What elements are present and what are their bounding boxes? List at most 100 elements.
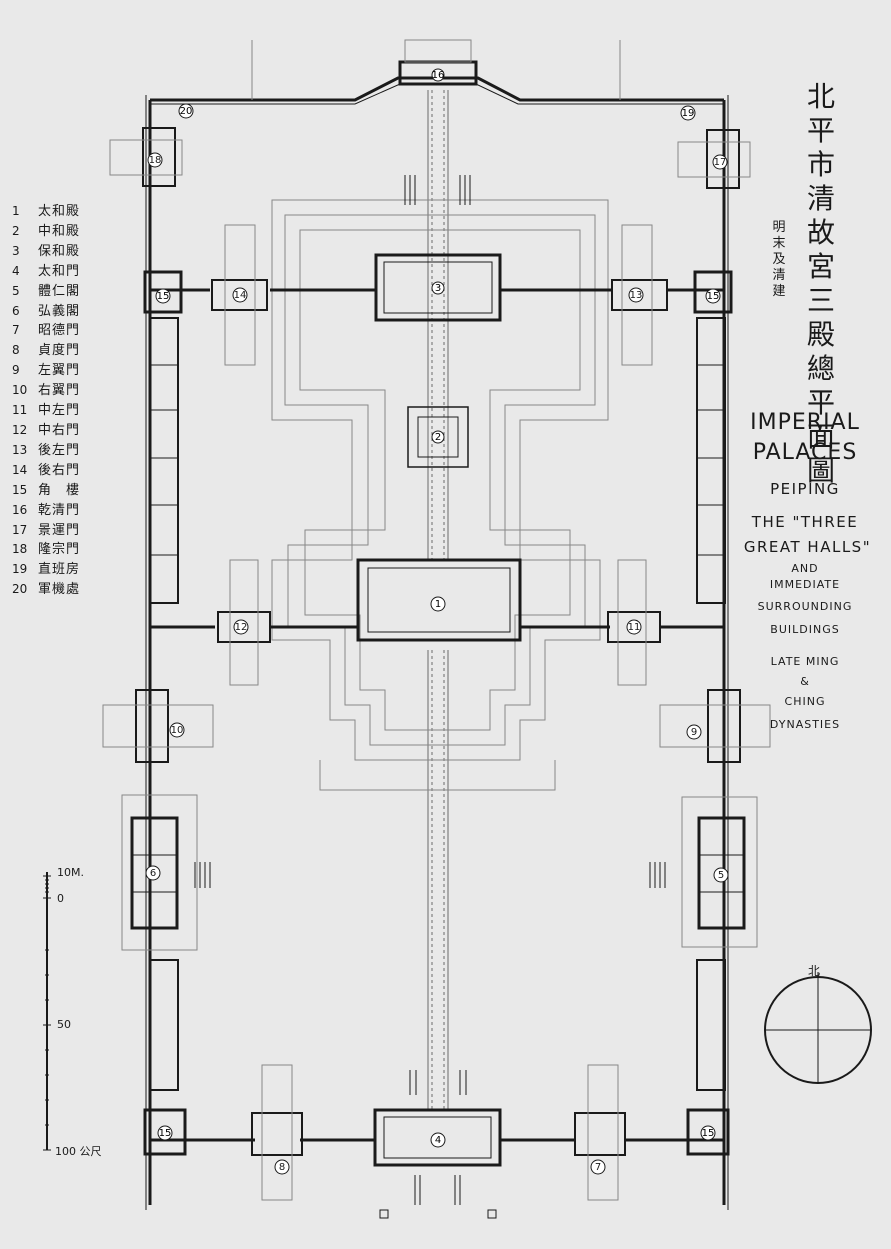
scale-label-0: 0 [57,892,64,905]
legend-item: 8 貞度門 [12,341,122,361]
svg-text:15: 15 [157,291,170,302]
legend-name: 左翼門 [38,363,81,379]
side-galleries [149,317,726,1091]
subtitle-char: 建 [772,284,786,299]
legend-name: 中和殿 [38,223,81,239]
title-char: 平 [806,386,835,419]
legend-number: 8 [12,343,20,358]
svg-text:15: 15 [159,1128,172,1139]
title-en-line10: LATE MING [770,655,840,668]
legend-number: 16 [12,502,28,517]
title-char: 圖 [806,454,835,487]
legend-name: 體仁閣 [38,283,81,299]
tower-15-nw: 15 [143,270,183,314]
legend-name: 隆宗門 [38,542,81,558]
title-en-line1: IMPERIAL [750,410,860,435]
bollards [379,1209,497,1219]
chinese-title: 北平市清故宮三殿總平面圖 [806,80,836,488]
legend-name: 乾清門 [38,502,81,518]
hall-2: 2 [407,406,469,468]
legend-name: 直班房 [38,562,81,578]
title-char: 殿 [806,318,835,351]
title-en-line13: DYNASTIES [769,718,841,731]
legend-item: 6 弘義閣 [12,302,122,322]
gate-18: 18 [109,127,183,187]
svg-text:13: 13 [630,290,643,301]
legend-number: 5 [12,283,20,298]
gate-11: 11 [607,559,661,686]
label-2: 2 [435,432,441,443]
svg-text:15: 15 [702,1128,715,1139]
cross-walls [150,288,724,1142]
title-en-line4: THE "THREE [751,513,859,531]
svg-text:17: 17 [714,157,727,168]
legend-number: 7 [12,323,20,338]
gate-7: 7 [574,1064,626,1201]
gate-12: 12 [217,559,271,686]
gate-10: 10 [102,689,214,763]
gate-16: 16 [398,39,478,86]
title-en-line11: & [800,675,810,688]
scale-label-50: 50 [57,1018,71,1031]
hall-3: 3 [374,253,502,322]
legend-number: 1 [12,204,20,218]
legend-name: 弘義閣 [38,303,81,319]
legend-number: 11 [12,403,28,418]
svg-text:5: 5 [718,870,724,881]
gate-17: 17 [677,129,751,189]
legend-name: 貞度門 [38,343,81,359]
side-gates: 14 13 12 11 18 17 10 9 8 7 [102,127,771,1201]
central-axis [427,90,449,1110]
subtitle-char: 及 [772,252,786,267]
legend-name: 軍機處 [38,582,81,598]
legend-name: 太和殿 [38,204,81,219]
gate-9: 9 [659,689,771,763]
title-char: 清 [806,182,835,215]
legend-item: 1 太和殿 [12,202,122,222]
label-20: 20 [178,103,194,119]
legend-item: 7 昭德門 [12,321,122,341]
title-en-line9: BUILDINGS [770,623,840,636]
legend-number: 6 [12,303,20,318]
legend-number: 14 [12,462,28,477]
title-en-line3: PEIPING [770,480,840,498]
svg-text:7: 7 [595,1162,601,1173]
svg-text:10: 10 [171,725,184,736]
svg-text:15: 15 [707,291,720,302]
svg-text:9: 9 [691,727,697,738]
gate-8: 8 [251,1064,303,1201]
title-char: 三 [806,284,835,317]
pavilion-6: 6 [121,794,198,951]
legend-number: 15 [12,482,28,497]
svg-text:8: 8 [279,1162,285,1173]
title-en-line5: GREAT HALLS" [743,538,872,556]
steps [194,175,666,1205]
legend-name: 後右門 [38,462,81,478]
legend-number: 17 [12,522,28,537]
label-4: 4 [435,1135,441,1146]
title-en-line2: PALACES [752,440,858,465]
legend-name: 右翼門 [38,383,81,399]
legend-item: 16 乾清門 [12,501,122,521]
legend-name: 中左門 [38,403,81,419]
title-en-line8: SURROUNDING [757,600,853,613]
svg-text:6: 6 [150,868,156,879]
gate-13: 13 [611,224,668,366]
legend-number: 20 [12,582,28,597]
svg-text:19: 19 [682,108,695,119]
legend-name: 昭德門 [38,323,81,339]
tower-15-ne: 15 [693,270,733,314]
legend-number: 3 [12,243,20,258]
label-1: 1 [435,599,441,610]
svg-text:11: 11 [628,622,641,633]
